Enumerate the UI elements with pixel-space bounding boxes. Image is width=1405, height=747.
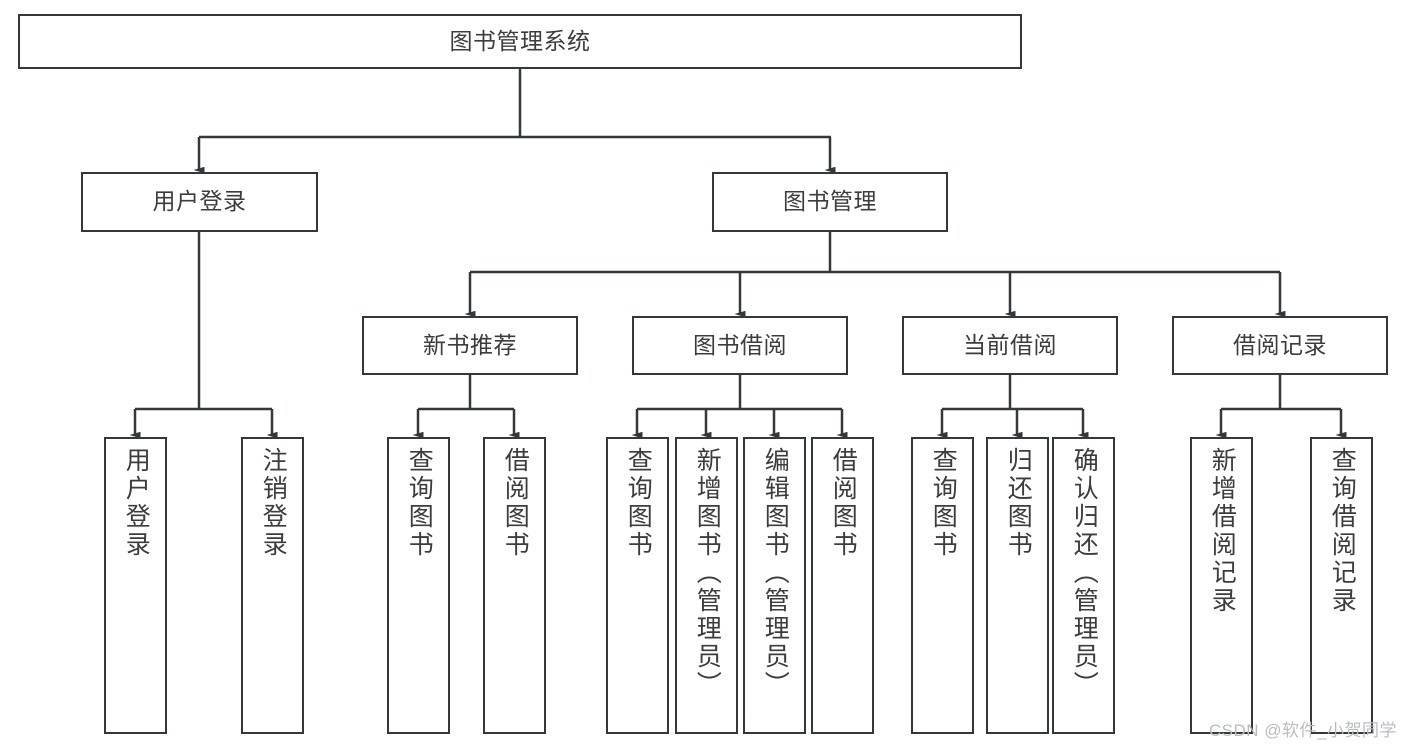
node-leaf-borrow-book-a[interactable]: 借阅图书 [483,437,546,734]
node-leaf-query-book-a[interactable]: 查询图书 [387,437,450,734]
csdn-watermark: CSDN @软件_小贺同学 [1208,721,1397,740]
node-new-book-recommend[interactable]: 新书推荐 [362,316,578,375]
node-leaf-query-book-c[interactable]: 查询图书 [911,437,974,734]
node-label: 查询图书 [624,447,653,559]
node-borrow-record[interactable]: 借阅记录 [1172,316,1388,375]
node-label: 新增图书（管理员） [693,447,722,699]
node-leaf-query-book-b[interactable]: 查询图书 [606,437,669,734]
node-label: 借阅图书 [501,447,530,559]
node-label: 图书管理 [783,188,877,215]
node-leaf-edit-book[interactable]: 编辑图书（管理员） [743,437,806,734]
node-label: 用户登录 [152,188,247,215]
node-label: 图书借阅 [693,331,787,358]
node-leaf-confirm-return[interactable]: 确认归还（管理员） [1052,437,1115,734]
node-user-login[interactable]: 用户登录 [81,172,318,232]
node-label: 查询图书 [405,447,434,559]
node-label: 借阅图书 [829,447,858,559]
node-label: 新书推荐 [423,331,517,358]
node-leaf-return-book[interactable]: 归还图书 [986,437,1049,734]
node-label: 编辑图书（管理员） [761,447,790,699]
node-leaf-add-book[interactable]: 新增图书（管理员） [675,437,738,734]
node-book-management[interactable]: 图书管理 [712,172,948,232]
node-label: 查询借阅记录 [1328,447,1357,615]
node-label: 确认归还（管理员） [1070,447,1099,699]
node-leaf-borrow-book-b[interactable]: 借阅图书 [811,437,874,734]
node-label: 注销登录 [259,447,288,559]
node-leaf-add-borrow-record[interactable]: 新增借阅记录 [1190,437,1253,734]
node-label: 用户登录 [122,447,151,559]
node-leaf-query-borrow-record[interactable]: 查询借阅记录 [1310,437,1373,734]
node-leaf-logout-login[interactable]: 注销登录 [241,437,304,734]
node-label: 归还图书 [1004,447,1033,559]
node-book-borrow[interactable]: 图书借阅 [632,316,848,375]
node-label: 当前借阅 [963,331,1057,358]
node-leaf-user-login[interactable]: 用户登录 [104,437,167,734]
node-label: 新增借阅记录 [1208,447,1237,615]
node-label: 查询图书 [929,447,958,559]
node-label: 图书管理系统 [449,27,591,54]
node-label: 借阅记录 [1233,331,1327,358]
node-book-management-system[interactable]: 图书管理系统 [18,14,1022,69]
node-current-borrow[interactable]: 当前借阅 [902,316,1118,375]
